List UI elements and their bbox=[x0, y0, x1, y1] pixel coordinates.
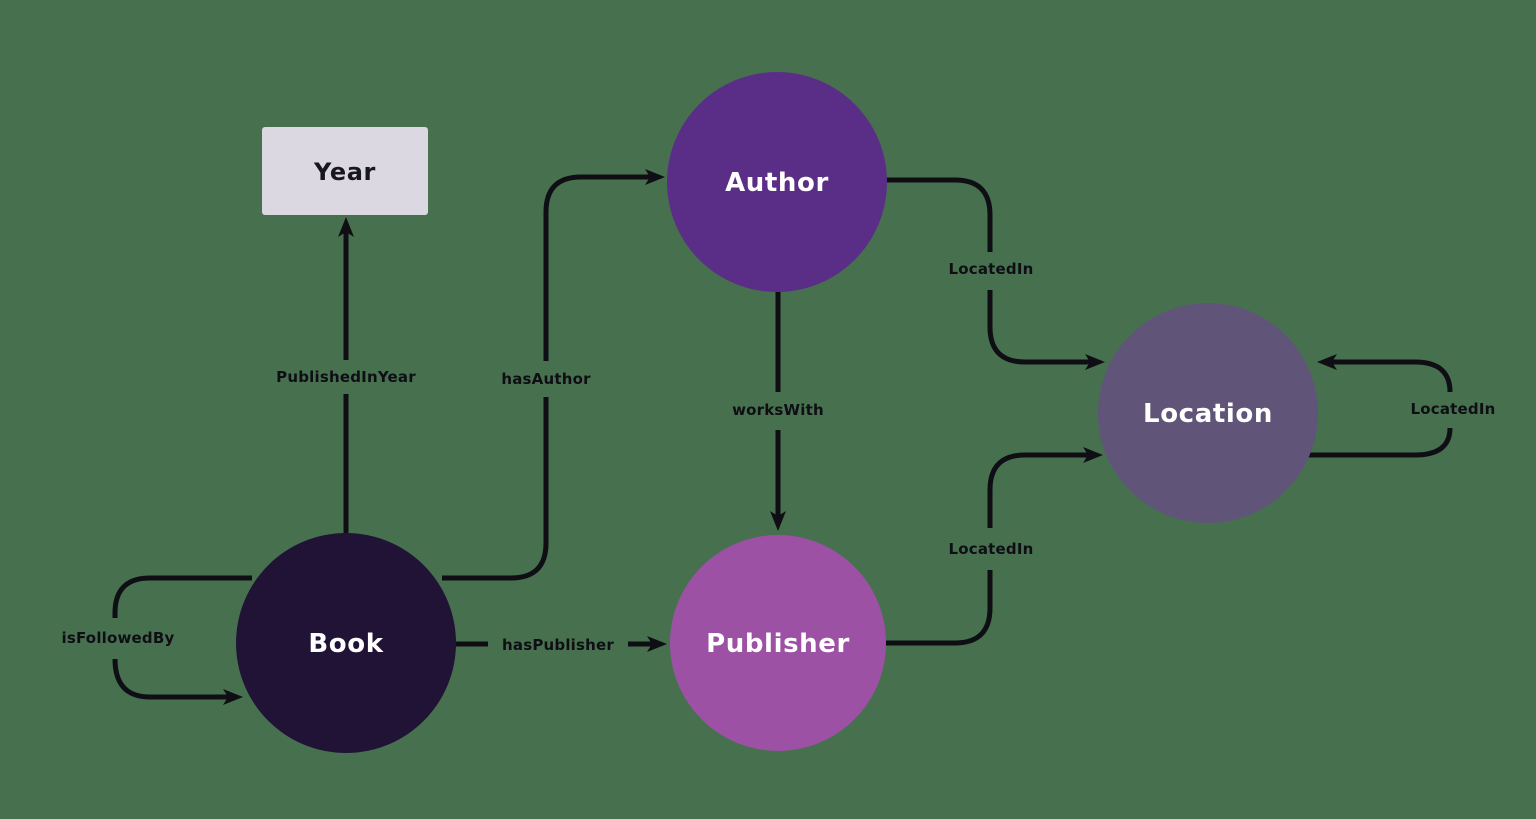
publisher-node-label: Publisher bbox=[706, 629, 850, 659]
edge-label-located-in-publisher: LocatedIn bbox=[948, 540, 1033, 558]
edge-label-has-publisher: hasPublisher bbox=[502, 636, 614, 654]
location-node-label: Location bbox=[1143, 399, 1273, 429]
edge-located-in-self-return-arrow bbox=[1317, 354, 1453, 393]
location-node-shape bbox=[1098, 303, 1318, 523]
edge-label-is-followed-by: isFollowedBy bbox=[62, 629, 175, 647]
node-year: Year bbox=[262, 127, 428, 215]
author-node-label: Author bbox=[725, 168, 829, 198]
year-node-label: Year bbox=[313, 158, 376, 186]
edge-layer bbox=[112, 169, 1453, 705]
book-node-label: Book bbox=[308, 629, 383, 659]
edge-label-works-with: worksWith bbox=[732, 401, 824, 419]
edge-label-layer: PublishedInYear hasAuthor worksWith hasP… bbox=[62, 260, 1496, 654]
edge-located-in-self-out bbox=[1300, 427, 1453, 458]
author-node-shape bbox=[667, 72, 887, 292]
edge-located-in-author-lower-arrow bbox=[987, 290, 1105, 370]
edge-has-author-upper-arrow bbox=[543, 169, 665, 361]
edge-located-in-publisher-lower bbox=[880, 570, 993, 646]
edge-is-followed-by-return-arrow bbox=[112, 658, 243, 705]
node-layer: Year Author Book Publisher Location bbox=[236, 72, 1318, 753]
edge-located-in-publisher-upper-arrow bbox=[987, 447, 1103, 528]
node-publisher: Publisher bbox=[670, 535, 886, 751]
book-node-shape bbox=[236, 533, 456, 753]
node-author: Author bbox=[667, 72, 887, 292]
publisher-node-shape bbox=[670, 535, 886, 751]
edge-label-located-in-self: LocatedIn bbox=[1410, 400, 1495, 418]
edge-label-has-author: hasAuthor bbox=[501, 370, 591, 388]
edge-label-located-in-author: LocatedIn bbox=[948, 260, 1033, 278]
edge-label-published-in-year: PublishedInYear bbox=[276, 368, 416, 386]
year-node-shape bbox=[262, 127, 428, 215]
edge-is-followed-by-out bbox=[112, 575, 252, 618]
edge-has-author-lower bbox=[442, 397, 549, 581]
node-location: Location bbox=[1098, 303, 1318, 523]
node-book: Book bbox=[236, 533, 456, 753]
edge-located-in-author-upper bbox=[880, 177, 993, 252]
